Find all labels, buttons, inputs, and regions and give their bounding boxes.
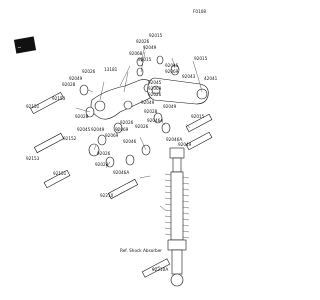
svg-text:~: ~ xyxy=(17,45,22,52)
part-label: 92049 xyxy=(91,127,105,132)
uni-trak-rocker-arm xyxy=(90,79,155,120)
part-label: 92028 xyxy=(75,114,89,119)
part-label: 92015 xyxy=(138,57,152,62)
part-label: 92151 xyxy=(26,104,40,109)
shock-absorber xyxy=(164,147,190,287)
part-label: 92210A xyxy=(152,267,168,272)
part-label: 92069 xyxy=(105,133,119,138)
part-label: 92049 xyxy=(143,45,157,50)
part-label: 92049 xyxy=(69,76,83,81)
part-label: 92026 xyxy=(136,39,150,44)
part-label: 92046A xyxy=(113,170,129,175)
part-label: 92153 xyxy=(26,156,40,161)
part-label: 92046A xyxy=(147,118,163,123)
part-label: 92028 xyxy=(62,82,76,87)
part-label: 92068 xyxy=(129,51,143,56)
part-label: 42041 xyxy=(204,76,218,81)
part-label: 92046A xyxy=(166,137,182,142)
pivot-bolt xyxy=(30,91,213,189)
part-label: 92045 xyxy=(165,63,179,68)
part-label: 92046 xyxy=(123,139,137,144)
part-label: 92015 xyxy=(149,33,163,38)
part-label: 92028 xyxy=(144,109,158,114)
part-label: 13181 xyxy=(104,67,118,72)
part-label: 92069 xyxy=(165,69,179,74)
part-label: 92015 xyxy=(194,56,208,61)
reference-note: Ref. Shock Absorber xyxy=(120,248,162,253)
part-label: 92026 xyxy=(148,92,162,97)
part-label: 92069 xyxy=(148,86,162,91)
rear-suspension-exploded-view: F0108 ~ xyxy=(13,9,218,287)
diagram-code: F0108 xyxy=(193,9,206,14)
part-label: 92069 xyxy=(115,127,129,132)
tie-rod xyxy=(147,77,209,105)
part-label: 92153 xyxy=(52,96,66,101)
part-label: 92026 xyxy=(135,124,149,129)
part-label: 92045 xyxy=(77,127,91,132)
part-label: 92043 xyxy=(182,74,196,79)
part-label: 92049 xyxy=(163,104,177,109)
part-label: 92151 xyxy=(53,171,67,176)
part-label: 92049 xyxy=(141,100,155,105)
brand-logo: ~ xyxy=(13,36,37,54)
part-label: 92045 xyxy=(148,80,162,85)
part-label: 92026 xyxy=(82,69,96,74)
part-label: 92015 xyxy=(191,114,205,119)
part-label: 92152 xyxy=(63,136,77,141)
part-label: 92028 xyxy=(95,162,109,167)
part-label: 92049 xyxy=(178,142,192,147)
part-label: 92210 xyxy=(100,193,114,198)
parts-diagram: F0108 ~ xyxy=(13,9,218,287)
part-label: 92026 xyxy=(97,151,111,156)
leader-lines xyxy=(75,45,203,271)
bottom-left-bolt xyxy=(107,178,139,200)
part-label: 92026 xyxy=(120,120,134,125)
